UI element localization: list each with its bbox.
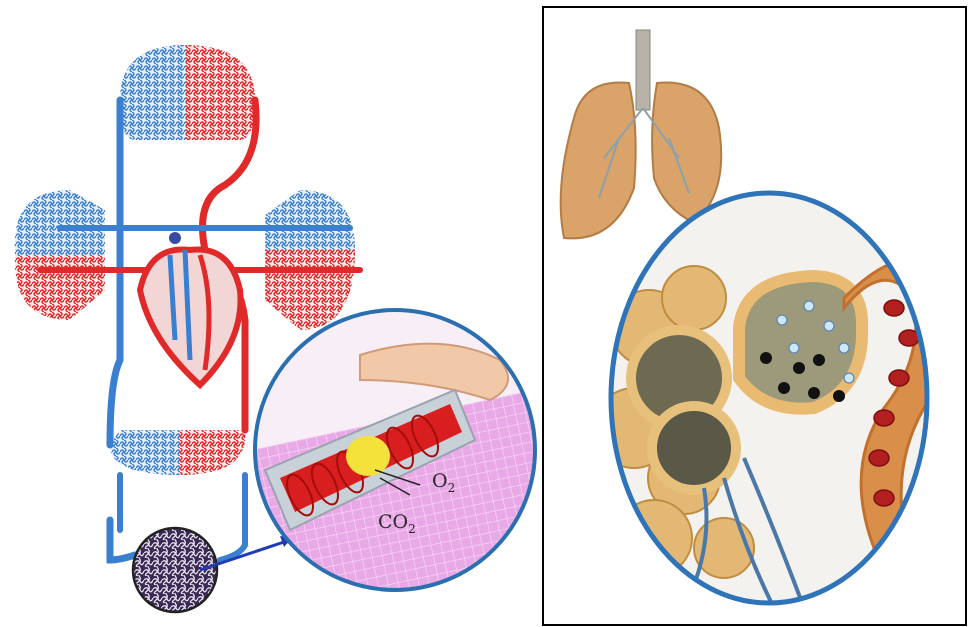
right-lung-capillaries	[265, 190, 355, 330]
alveolus-zoom-lens	[594, 193, 951, 608]
lung-diagram	[544, 8, 965, 624]
circulation-figure: O2 CO2	[0, 0, 540, 627]
circulation-diagram: O2 CO2	[0, 0, 540, 627]
lower-capillary-bed	[110, 430, 245, 475]
left-lung-capillaries	[15, 190, 105, 320]
capillary-zoom-lens: O2 CO2	[247, 310, 540, 627]
upper-capillary-bed	[120, 45, 255, 140]
heart-illustration	[140, 232, 241, 385]
lung-alveolus-figure	[542, 6, 967, 626]
lungs-illustration	[561, 30, 722, 238]
